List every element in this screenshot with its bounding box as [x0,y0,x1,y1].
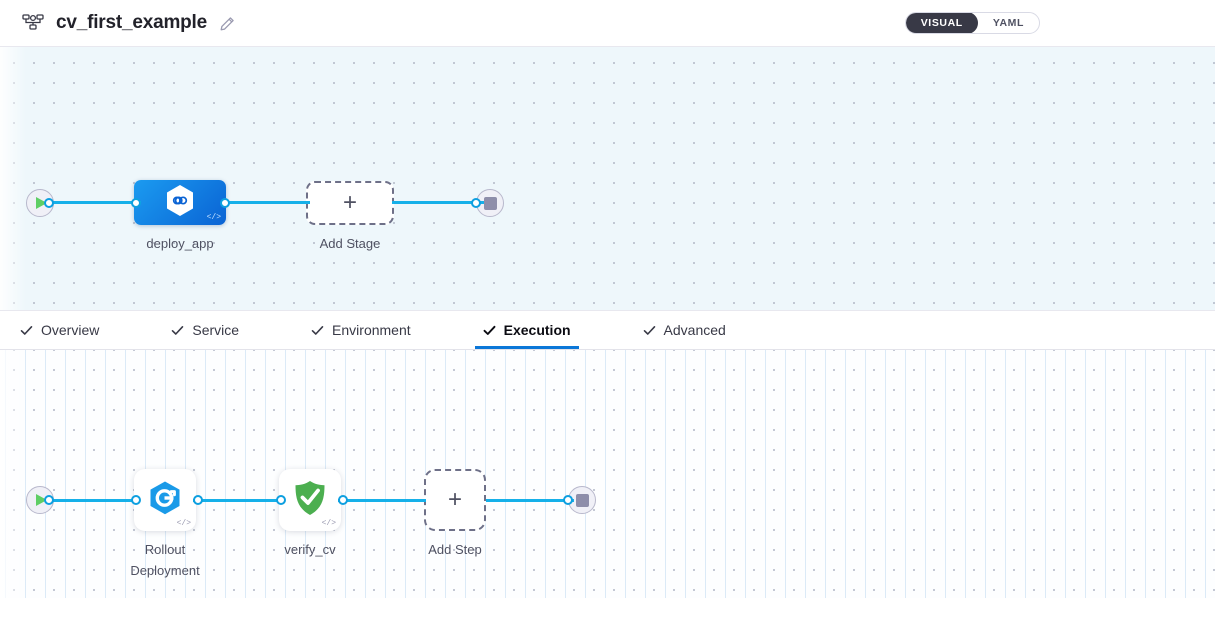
edge-verify-to-addstep [338,499,426,502]
add-step-body[interactable]: + [424,469,486,531]
rollout-input-port[interactable] [131,495,141,505]
add-stage-label: Add Stage [319,236,381,251]
step-node-body[interactable]: </> [134,469,196,531]
tab-execution-label: Execution [503,322,571,338]
stage-node-body[interactable]: </> [134,180,226,225]
tab-advanced[interactable]: Advanced [643,311,748,349]
edge-rollout-to-verify [193,499,285,502]
pencil-edit-icon[interactable] [219,14,235,32]
canvas-bottom-white-strip [0,598,1215,628]
pipeline-icon [22,13,44,33]
tab-service-label: Service [192,322,240,338]
add-step-node[interactable]: + Add Step [424,469,486,557]
header-left-group: cv_first_example [0,12,235,34]
tab-environment[interactable]: Environment [311,311,433,349]
step-node-rollout-deployment[interactable]: </> Rollout Deployment [130,469,200,578]
check-icon [643,325,655,335]
stop-icon [575,493,589,507]
header-right-group: VISUAL YAML [904,12,1215,34]
execution-canvas[interactable]: </> Rollout Deployment </> verify_cv + A… [0,350,1215,628]
step-node-verify-cv[interactable]: </> verify_cv [279,469,341,557]
tab-overview[interactable]: Overview [20,311,121,349]
toggle-option-visual[interactable]: VISUAL [905,13,978,33]
edge-deploy-to-addstage [222,201,310,204]
stop-icon [483,196,497,210]
add-stage-node[interactable]: + Add Stage [306,181,394,251]
edge-start-to-deploy [48,201,141,204]
step-node-label: Rollout Deployment [130,542,200,578]
page-title: cv_first_example [56,12,208,33]
tab-advanced-label: Advanced [663,322,726,338]
execution-start-port[interactable] [44,495,54,505]
check-icon [311,325,324,335]
code-view-badge-icon[interactable]: </> [176,519,191,528]
stage-deploy-output-port[interactable] [220,198,230,208]
view-mode-toggle[interactable]: VISUAL YAML [904,12,1040,34]
stage-node-label: deploy_app [146,236,214,251]
play-icon [36,197,47,209]
stage-start-node[interactable] [26,189,54,217]
stage-deploy-input-port[interactable] [131,198,141,208]
rollout-deployment-icon [148,480,182,521]
canvas-left-fade [0,47,26,310]
stage-canvas[interactable]: </> deploy_app + Add Stage [0,47,1215,310]
edge-start-to-rollout [48,499,138,502]
green-shield-check-icon [292,479,328,522]
check-icon [172,325,184,335]
canvas-left-fade-bottom [0,350,26,628]
step-node-body[interactable]: </> [279,469,341,531]
stage-start-port[interactable] [44,198,54,208]
code-view-badge-icon[interactable]: </> [206,213,221,222]
edge-addstage-to-end [392,201,484,204]
tab-environment-label: Environment [332,322,411,338]
code-view-badge-icon[interactable]: </> [321,519,336,528]
add-stage-body[interactable]: + [306,181,394,225]
check-icon [483,325,496,335]
tab-execution[interactable]: Execution [474,311,593,349]
play-icon [36,494,47,506]
tab-service[interactable]: Service [171,311,261,349]
add-step-label: Add Step [428,542,482,557]
tab-overview-label: Overview [41,322,100,338]
app-header: cv_first_example VISUAL YAML [0,0,1215,47]
stage-end-node[interactable] [476,189,504,217]
verify-output-port[interactable] [338,495,348,505]
stage-config-tabbar[interactable]: Overview Service Environment Execution A… [0,310,1215,350]
verify-input-port[interactable] [276,495,286,505]
rollout-output-port[interactable] [193,495,203,505]
toggle-option-yaml[interactable]: YAML [992,17,1024,29]
plus-icon: + [447,486,462,513]
harness-cd-hexagon-icon [165,184,195,222]
execution-end-port[interactable] [563,495,573,505]
step-node-label: verify_cv [284,542,336,557]
stage-end-port[interactable] [471,198,481,208]
edge-addstep-to-end [486,499,574,502]
plus-icon: + [342,189,357,216]
check-icon [20,325,33,335]
stage-node-deploy-app[interactable]: </> deploy_app [134,180,226,251]
